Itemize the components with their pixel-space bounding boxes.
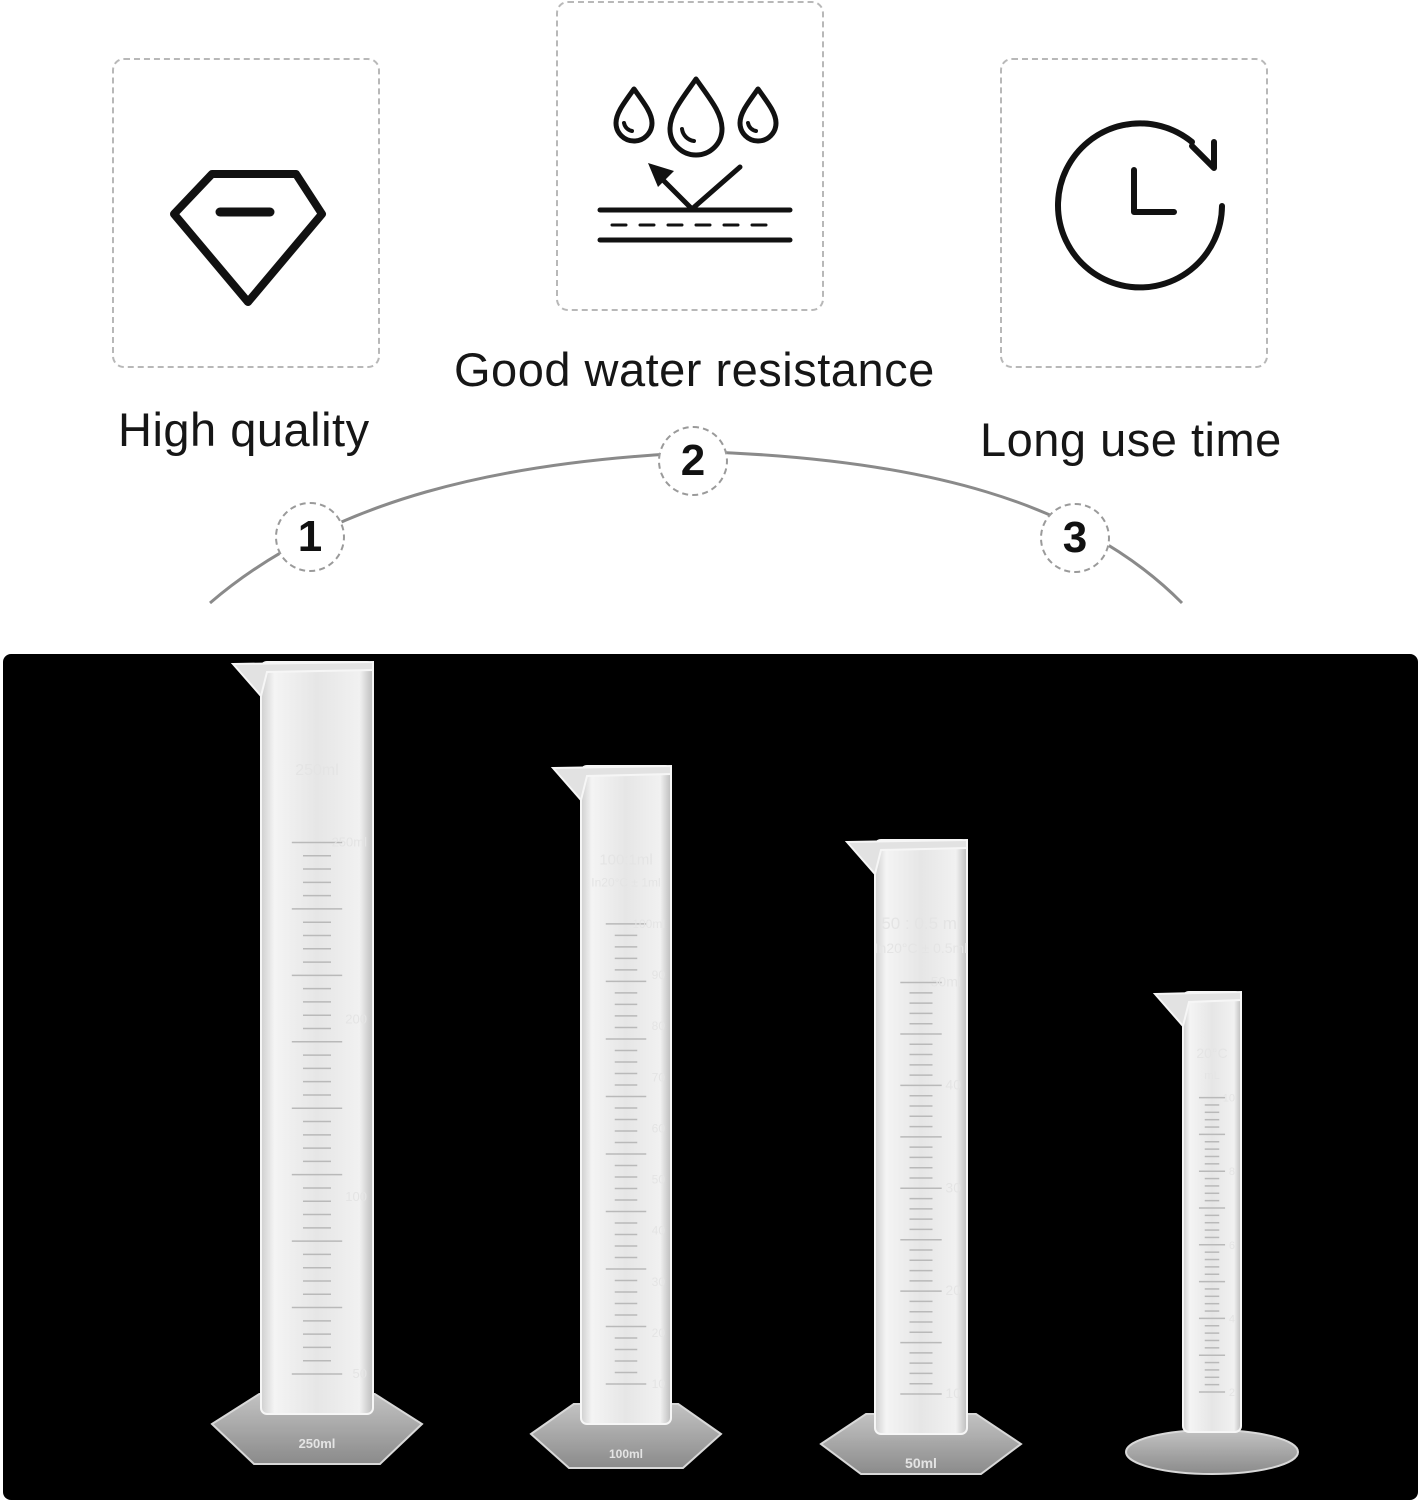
graduated-cylinder: 250ml 200 100 50 250ml 250ml <box>210 660 424 1465</box>
scale-label: 10 <box>1223 1093 1235 1105</box>
scale-label: 250ml <box>332 834 368 849</box>
scale-label: 20 <box>945 1282 961 1298</box>
feature-box-high-quality <box>112 58 380 368</box>
scale-label: 40 <box>945 1076 961 1092</box>
scale-label: 10 <box>945 1385 961 1401</box>
graduated-cylinders-illustration: 250ml20010050250ml250ml100ml908070605040… <box>210 660 1299 1475</box>
scale-label: 10 <box>652 1377 666 1391</box>
feature-label-long-use-time: Long use time <box>980 413 1282 466</box>
scale-label: 70 <box>652 1070 666 1084</box>
feature-label-water-resistance: Good water resistance <box>454 343 935 396</box>
feature-box-water-resistance <box>556 1 824 311</box>
tolerance-label: In20°C ± 0.5ml <box>875 940 968 956</box>
clock-refresh-icon <box>1055 120 1225 291</box>
scale-label: 80 <box>652 1019 666 1033</box>
tolerance-label: mL <box>1204 1070 1219 1082</box>
feature-label-high-quality: High quality <box>118 403 370 456</box>
scale-label: 50ml <box>931 974 961 990</box>
tolerance-label: In20°C ± 1ml <box>591 876 660 890</box>
scale-label: 50 <box>353 1366 367 1381</box>
base-label: 50ml <box>905 1455 937 1471</box>
scale-label: 6 <box>1229 1240 1235 1252</box>
capacity-label: 50 : 0.5 ml <box>881 914 960 933</box>
cylinder-base <box>1125 1429 1299 1475</box>
capacity-label: 20°C <box>1196 1045 1227 1061</box>
scale-label: 50 <box>652 1173 666 1187</box>
scale-label: 40 <box>652 1224 666 1238</box>
diamond-icon <box>170 170 326 306</box>
graduated-cylinder: 50ml 40 30 20 10 50 : 0.5 ml In20°C ± 0.5ml 50m… <box>819 838 1023 1475</box>
step-badge-1: 1 <box>275 502 345 572</box>
scale-label: 60 <box>652 1121 666 1135</box>
scale-label: 30 <box>652 1275 666 1289</box>
scale-label: 100ml <box>632 917 665 931</box>
scale-label: 90 <box>652 968 666 982</box>
cylinder-spout <box>1152 990 1242 1029</box>
step-badge-3: 3 <box>1040 503 1110 573</box>
base-label: 100ml <box>609 1447 643 1461</box>
base-label: 250ml <box>299 1436 336 1451</box>
scale-label: 100 <box>345 1189 367 1204</box>
step-badge-2: 2 <box>658 426 728 496</box>
cylinder-base <box>529 1403 723 1469</box>
scale-label: 4 <box>1229 1313 1235 1325</box>
cylinder-base <box>819 1413 1023 1475</box>
scale-label: 30 <box>945 1179 961 1195</box>
cylinder-spout <box>844 838 968 877</box>
water-drops-icon <box>597 76 793 243</box>
scale-label: 8 <box>1229 1166 1235 1178</box>
scale-label: 200 <box>345 1012 367 1027</box>
graduated-cylinder: 10 8 6 4 2 20°C mL <box>1125 990 1299 1475</box>
cylinder-spout <box>550 764 672 803</box>
feature-box-long-use-time <box>1000 58 1268 368</box>
cylinder-spout <box>230 660 374 699</box>
scale-label: 2 <box>1229 1387 1235 1399</box>
scale-label: 20 <box>652 1326 666 1340</box>
capacity-label: 250ml <box>295 762 339 779</box>
capacity-label: 100:1ml <box>599 852 652 869</box>
